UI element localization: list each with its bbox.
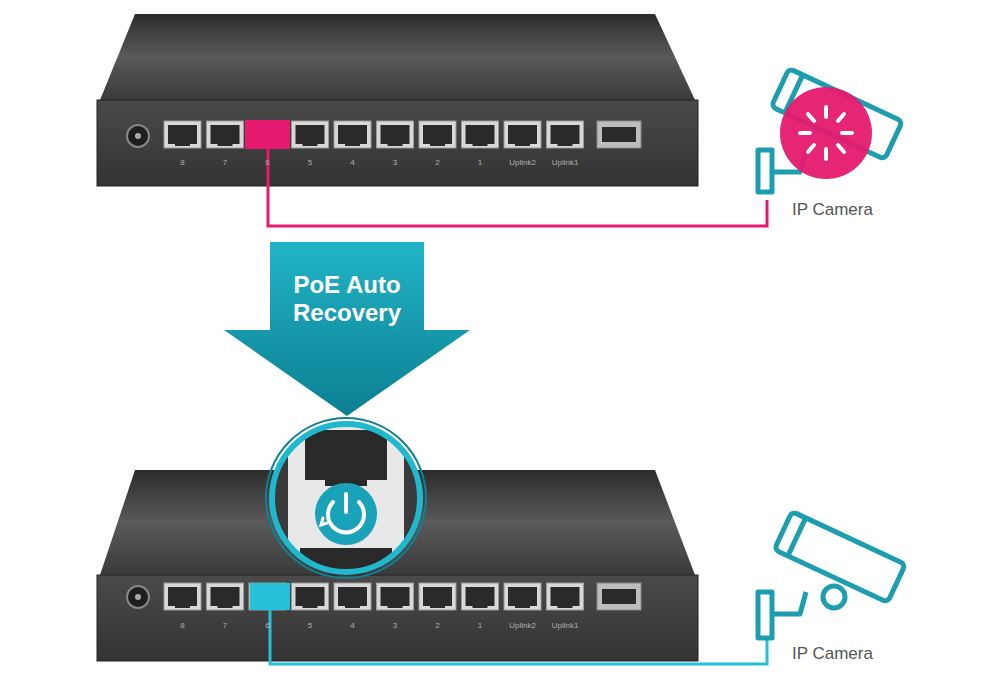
sfp-slot [597, 583, 641, 610]
arrow-banner: PoE Auto Recovery [222, 240, 472, 418]
rj45-port [504, 121, 541, 148]
rj45-port [462, 121, 499, 148]
port-number: 8 [180, 621, 184, 631]
switch-top [97, 14, 698, 186]
sfp-slot [602, 127, 636, 142]
port-number: 4 [350, 621, 354, 631]
cable [268, 149, 767, 226]
port-number: Uplink1 [552, 621, 579, 631]
rj45-port [164, 583, 201, 610]
port-number: 8 [180, 158, 184, 168]
faulty-port [245, 120, 290, 149]
port-number: 4 [350, 158, 354, 168]
rj45-port [504, 583, 541, 610]
port-number: 1 [478, 621, 482, 631]
camera-icon [758, 512, 905, 638]
fault-icon [780, 87, 872, 179]
rj45-port [547, 121, 584, 148]
sfp-slot [602, 589, 636, 604]
port-number: 5 [308, 158, 312, 168]
port-number: 3 [393, 158, 397, 168]
arrow-shape [222, 240, 472, 418]
port-number: 6 [265, 621, 269, 631]
port-number: 5 [308, 621, 312, 631]
rj45-port [334, 121, 371, 148]
zoom-callout [258, 418, 440, 588]
switch-ports [164, 121, 584, 148]
port-number: Uplink2 [509, 158, 536, 168]
recovered-port [250, 583, 290, 610]
rj45-port [207, 583, 244, 610]
rj45-port [207, 121, 244, 148]
port-number: 2 [435, 158, 439, 168]
rj45-port [377, 583, 414, 610]
rj45-port [292, 583, 329, 610]
rj45-port [419, 121, 456, 148]
rj45-port [377, 121, 414, 148]
port-number: 2 [435, 621, 439, 631]
port-number: 1 [478, 158, 482, 168]
rj45-port [462, 583, 499, 610]
sfp-slot [597, 121, 641, 148]
switch-ports [164, 583, 584, 610]
port-number: 3 [393, 621, 397, 631]
port-number: 7 [223, 621, 227, 631]
rj45-port [419, 583, 456, 610]
rj45-port [334, 583, 371, 610]
rj45-port [292, 121, 329, 148]
port-number: Uplink2 [509, 621, 536, 631]
device-label: IP Camera [792, 200, 873, 220]
port-number: 7 [223, 158, 227, 168]
rj45-port [547, 583, 584, 610]
banner-text: PoE Auto Recovery [272, 271, 422, 326]
device-label: IP Camera [792, 644, 873, 664]
port-number: 6 [265, 158, 269, 168]
port-number: Uplink1 [552, 158, 579, 168]
cable [270, 610, 767, 664]
rj45-port [164, 121, 201, 148]
camera-icon [758, 69, 902, 192]
